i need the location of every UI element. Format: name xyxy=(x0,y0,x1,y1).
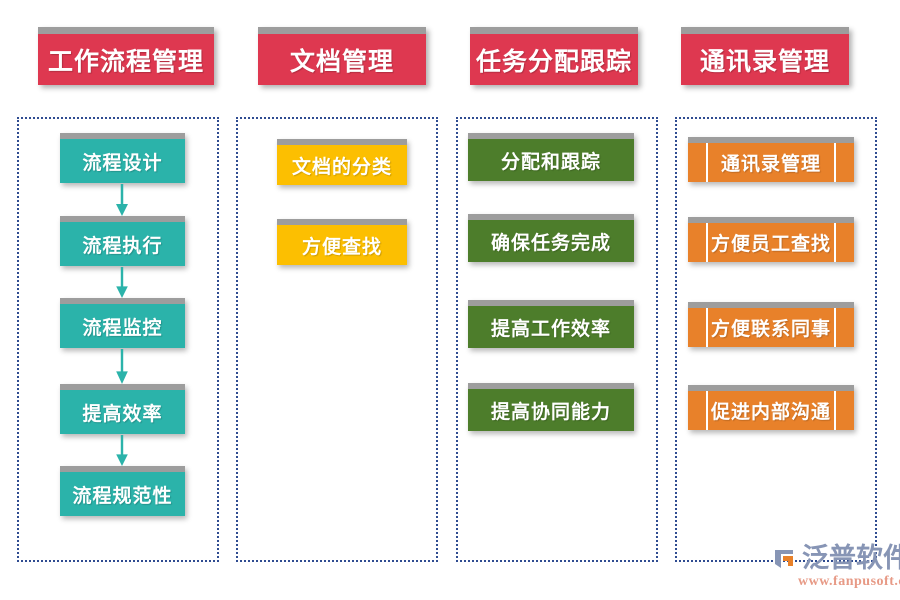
column-header-document[interactable]: 文档管理 xyxy=(258,27,426,85)
fanpusoft-logo: 泛普软件 www.fanpusoft.com xyxy=(772,545,900,590)
fanpusoft-mark-icon xyxy=(775,549,793,568)
logo-url-text: www.fanpusoft.com xyxy=(798,574,900,589)
step-box-document-classification[interactable]: 文档的分类 xyxy=(277,139,407,185)
column-header-label: 任务分配跟踪 xyxy=(475,48,632,76)
step-box-process-monitoring[interactable]: 流程监控 xyxy=(60,298,185,348)
step-box-contacts-management[interactable]: 通讯录管理 xyxy=(688,137,854,182)
column-panel-document xyxy=(236,117,438,562)
column-header-label: 工作流程管理 xyxy=(47,48,204,76)
connector-arrow xyxy=(116,349,128,384)
step-label: 促进内部沟通 xyxy=(710,402,831,423)
connector-arrow xyxy=(116,184,128,216)
step-box-internal-communication[interactable]: 促进内部沟通 xyxy=(688,385,854,430)
step-label: 流程设计 xyxy=(82,152,163,174)
step-label: 流程规范性 xyxy=(72,485,173,507)
step-box-process-standardization[interactable]: 流程规范性 xyxy=(60,466,185,516)
connector-arrow xyxy=(116,435,128,466)
column-header-workflow[interactable]: 工作流程管理 xyxy=(38,27,214,85)
column-panel-task xyxy=(456,117,658,562)
step-label: 方便联系同事 xyxy=(710,319,831,340)
step-label: 提高协同能力 xyxy=(490,401,611,423)
step-label: 提高效率 xyxy=(82,403,163,425)
logo-row: 泛普软件 xyxy=(772,545,900,572)
step-box-ensure-completion[interactable]: 确保任务完成 xyxy=(468,214,634,262)
connector-arrow xyxy=(116,267,128,298)
step-label: 分配和跟踪 xyxy=(500,151,601,173)
logo-brand-text: 泛普软件 xyxy=(802,543,900,573)
column-header-label: 通讯录管理 xyxy=(699,48,830,76)
step-box-easy-search[interactable]: 方便查找 xyxy=(277,219,407,265)
step-box-assign-and-track[interactable]: 分配和跟踪 xyxy=(468,133,634,181)
step-box-improve-work-efficiency[interactable]: 提高工作效率 xyxy=(468,300,634,348)
step-label: 提高工作效率 xyxy=(490,318,611,340)
step-label: 流程执行 xyxy=(82,235,163,257)
step-label: 流程监控 xyxy=(82,317,163,339)
step-label: 方便员工查找 xyxy=(710,234,831,255)
step-box-process-design[interactable]: 流程设计 xyxy=(60,133,185,183)
step-label: 通讯录管理 xyxy=(720,154,821,175)
column-panel-workflow xyxy=(17,117,219,562)
step-box-efficiency[interactable]: 提高效率 xyxy=(60,384,185,434)
column-header-contacts[interactable]: 通讯录管理 xyxy=(681,27,849,85)
step-label: 文档的分类 xyxy=(291,156,392,178)
step-box-contact-colleagues[interactable]: 方便联系同事 xyxy=(688,302,854,347)
column-header-label: 文档管理 xyxy=(289,48,394,76)
step-box-find-employees[interactable]: 方便员工查找 xyxy=(688,217,854,262)
step-label: 确保任务完成 xyxy=(490,232,611,254)
step-box-improve-collaboration[interactable]: 提高协同能力 xyxy=(468,383,634,431)
step-label: 方便查找 xyxy=(301,236,382,258)
step-box-process-execution[interactable]: 流程执行 xyxy=(60,216,185,266)
column-header-task[interactable]: 任务分配跟踪 xyxy=(470,27,638,85)
